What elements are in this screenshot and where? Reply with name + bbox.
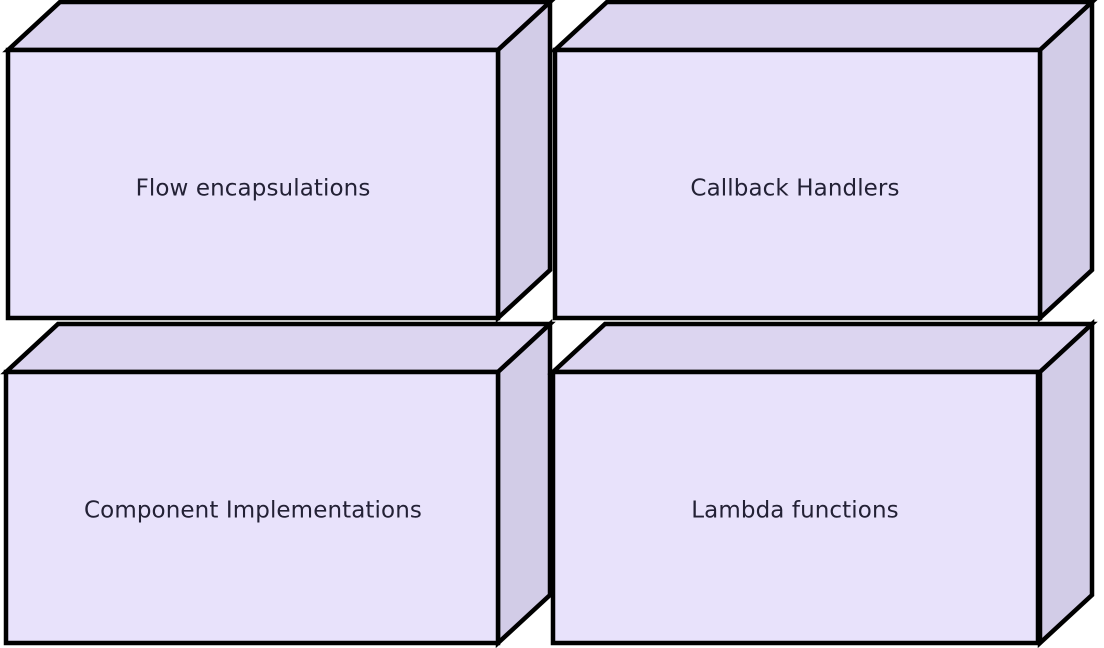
box-top-face (549, 0, 1098, 53)
box-side-face (1037, 0, 1095, 324)
box-label: Flow encapsulations (136, 176, 371, 202)
box-top-face (547, 321, 1098, 375)
box-front-face (5, 47, 501, 321)
box-front-face (550, 369, 1041, 646)
box-side-face (1037, 318, 1095, 648)
box-lambda-functions[interactable]: Lambda functions (547, 318, 1098, 648)
box-component-implementations[interactable]: Component Implementations (0, 318, 556, 648)
box-callback-handlers[interactable]: Callback Handlers (549, 0, 1098, 324)
box-flow-encapsulations[interactable]: Flow encapsulations (2, 0, 556, 324)
box-side-face (495, 318, 553, 648)
box-front-face (3, 369, 501, 646)
box-label: Callback Handlers (690, 176, 899, 202)
box-top-face (0, 321, 556, 375)
box-label: Lambda functions (691, 498, 898, 524)
box-front-face (552, 47, 1043, 321)
box-top-face (2, 0, 556, 53)
box-label: Component Implementations (84, 498, 422, 524)
box-side-face (495, 0, 553, 324)
